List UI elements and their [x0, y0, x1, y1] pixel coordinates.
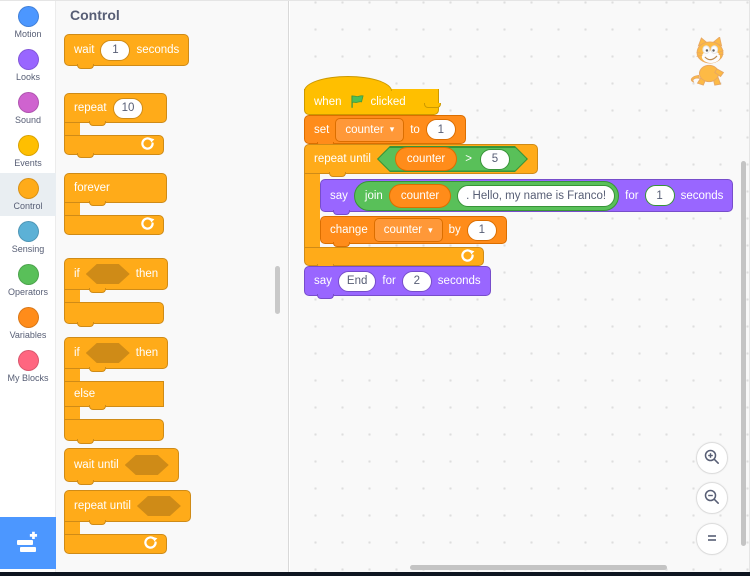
number-input[interactable]: 5 — [480, 149, 510, 170]
block-palette: Control wait 1 seconds repeat 10 — [56, 1, 289, 573]
number-input[interactable]: 1 — [644, 185, 675, 206]
window-bottom-edge — [0, 572, 750, 576]
change-variable-block[interactable]: change counter ▾ by 1 — [320, 216, 507, 247]
motion-category-icon — [17, 6, 39, 27]
palette-title: Control — [70, 7, 120, 23]
say-end-block[interactable]: say End for 2 seconds — [304, 266, 491, 299]
variable-dropdown[interactable]: counter ▾ — [335, 117, 405, 142]
palette-repeat-until-block[interactable]: repeat until — [64, 490, 191, 554]
add-extension-button[interactable] — [0, 517, 56, 569]
category-operators[interactable]: Operators — [0, 259, 56, 302]
boolean-slot[interactable] — [86, 264, 130, 284]
loop-arrow-icon — [143, 536, 158, 552]
text-input[interactable]: . Hello, my name is Franco! — [457, 184, 616, 207]
set-variable-block[interactable]: set counter ▾ to 1 — [304, 115, 466, 147]
category-my-blocks[interactable]: My Blocks — [0, 345, 56, 388]
zoom-reset-button[interactable] — [696, 523, 728, 555]
category-variables[interactable]: Variables — [0, 302, 56, 345]
text-input[interactable]: End — [337, 270, 377, 292]
palette-scrollbar[interactable] — [275, 266, 280, 314]
category-control[interactable]: Control — [0, 173, 56, 216]
sensing-category-icon — [17, 221, 39, 242]
variable-reporter[interactable]: counter — [388, 183, 452, 208]
canvas-vertical-scrollbar[interactable] — [741, 161, 746, 546]
add-extension-icon — [15, 531, 41, 556]
category-sensing[interactable]: Sensing — [0, 216, 56, 259]
zoom-out-icon — [703, 488, 721, 509]
number-input[interactable]: 1 — [425, 119, 456, 140]
canvas-horizontal-scrollbar[interactable] — [410, 565, 667, 570]
category-label: Control — [13, 201, 43, 211]
palette-if-else-block[interactable]: if then else — [64, 337, 169, 444]
palette-wait-until-block[interactable]: wait until — [64, 448, 179, 485]
zoom-out-button[interactable] — [696, 482, 728, 514]
loop-arrow-icon — [140, 137, 155, 153]
chevron-down-icon: ▾ — [428, 224, 433, 235]
looks-category-icon — [17, 49, 39, 70]
number-input[interactable]: 10 — [112, 97, 144, 119]
zoom-in-button[interactable] — [696, 442, 728, 474]
category-events[interactable]: Events — [0, 130, 56, 173]
scratch-cat-watermark — [687, 36, 733, 94]
category-motion[interactable]: Motion — [0, 1, 56, 44]
when-flag-clicked-block[interactable]: when clicked — [304, 76, 441, 115]
sound-category-icon — [17, 92, 39, 113]
code-canvas[interactable]: when clicked set counter ▾ to 1 — [290, 1, 750, 573]
boolean-slot[interactable] — [125, 455, 169, 475]
boolean-slot[interactable] — [137, 496, 181, 516]
my-blocks-category-icon — [17, 350, 39, 371]
events-category-icon — [17, 135, 39, 156]
category-label: My Blocks — [7, 373, 49, 383]
category-label: Motion — [14, 29, 42, 39]
variable-reporter[interactable]: counter — [395, 147, 457, 171]
chevron-down-icon: ▾ — [389, 124, 395, 134]
control-category-icon — [17, 178, 39, 199]
palette-wait-block[interactable]: wait 1 seconds — [64, 34, 190, 69]
equals-icon — [703, 529, 721, 550]
category-looks[interactable]: Looks — [0, 44, 56, 87]
green-flag-icon — [348, 94, 365, 110]
script-stack: when clicked set counter ▾ to 1 — [304, 75, 734, 299]
category-sound[interactable]: Sound — [0, 87, 56, 130]
category-label: Sound — [14, 115, 42, 125]
category-label: Events — [14, 158, 42, 168]
number-input[interactable]: 2 — [401, 270, 432, 292]
variable-dropdown[interactable]: counter ▾ — [373, 218, 443, 242]
number-input[interactable]: 1 — [466, 219, 497, 241]
category-label: Sensing — [11, 244, 45, 254]
join-operator[interactable]: join counter . Hello, my name is Franco! — [353, 180, 620, 211]
say-join-block[interactable]: say join counter . Hello, my name is Fra… — [320, 179, 734, 215]
palette-repeat-block[interactable]: repeat 10 — [64, 93, 167, 158]
loop-arrow-icon — [140, 217, 155, 233]
category-label: Variables — [9, 330, 47, 340]
palette-if-block[interactable]: if then — [64, 258, 169, 327]
repeat-until-block[interactable]: repeat until counter > 5 — [304, 144, 734, 269]
boolean-slot[interactable] — [86, 343, 130, 363]
category-menu: Motion Looks Sound Events Control Sensin… — [0, 1, 56, 573]
variables-category-icon — [17, 307, 39, 328]
greater-than-operator[interactable]: counter > 5 — [377, 146, 528, 172]
zoom-in-icon — [703, 448, 721, 469]
loop-arrow-icon — [460, 248, 475, 265]
number-input[interactable]: 1 — [100, 39, 131, 61]
palette-forever-block[interactable]: forever — [64, 173, 167, 235]
category-label: Operators — [7, 287, 49, 297]
category-label: Looks — [15, 72, 41, 82]
operators-category-icon — [17, 264, 39, 285]
